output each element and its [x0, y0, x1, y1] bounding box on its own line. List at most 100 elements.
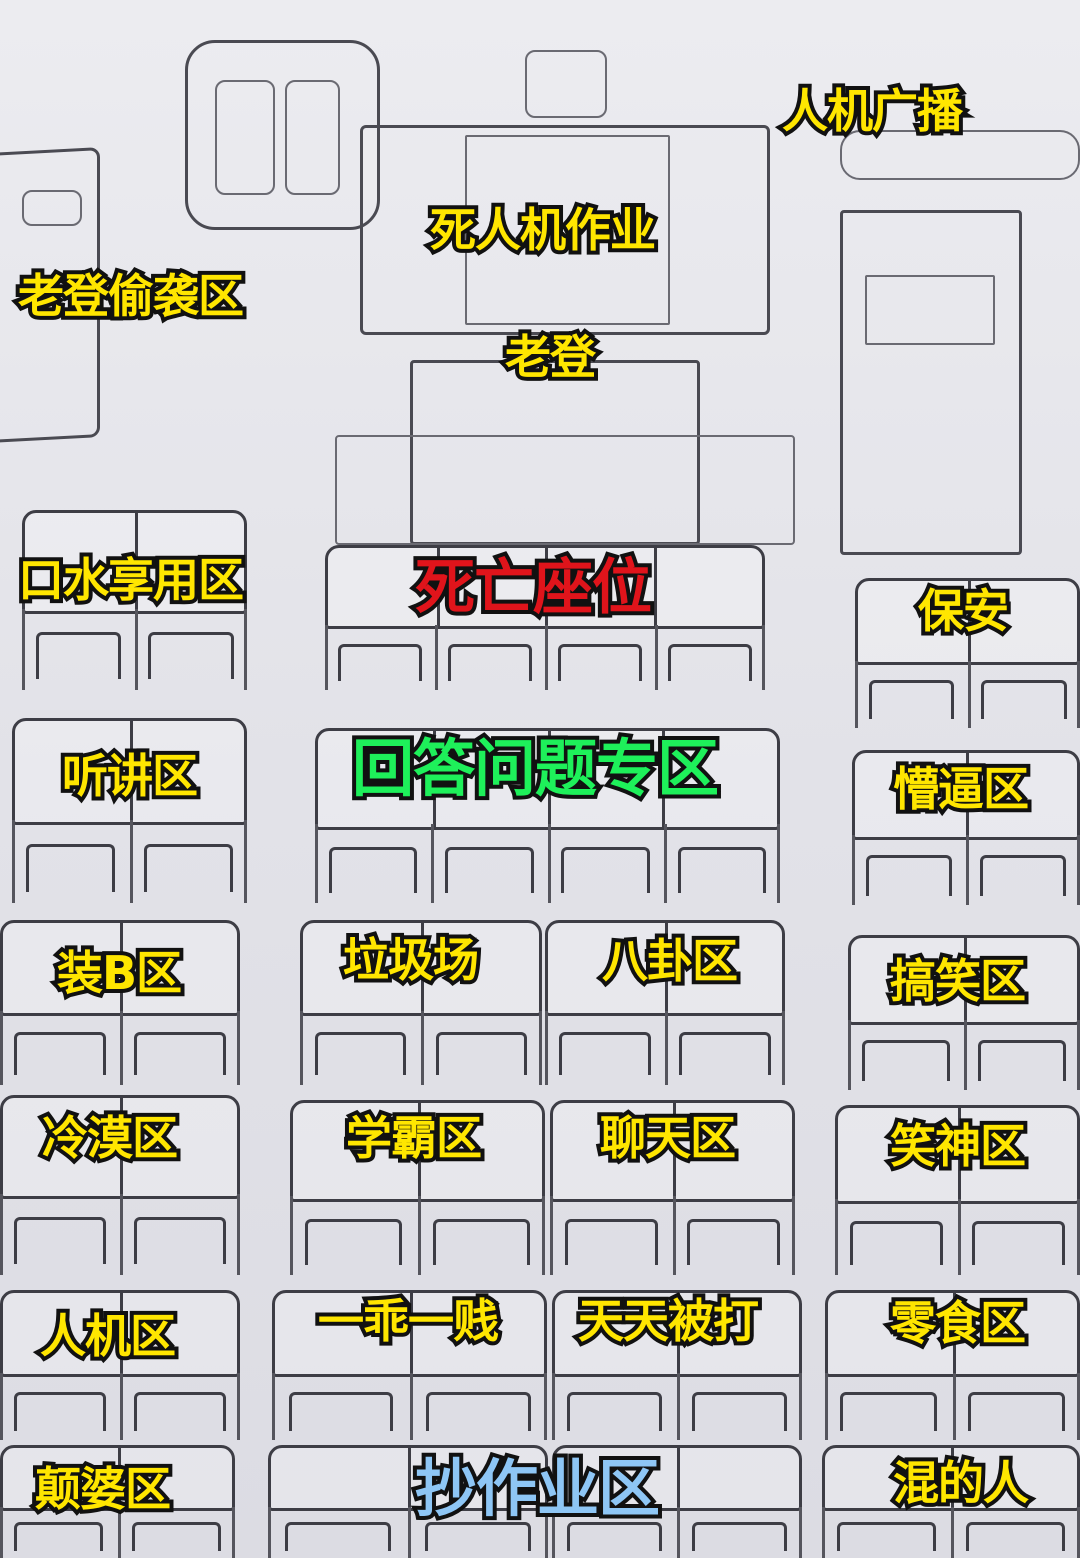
desk-leg: [1077, 835, 1080, 905]
chair-sketch: [865, 855, 953, 896]
chair-sketch: [435, 1032, 528, 1076]
chair-sketch: [14, 1217, 106, 1265]
desk-divider: [665, 923, 668, 1013]
label-homework: 死人机作业: [426, 203, 660, 257]
desk-leg: [799, 1372, 802, 1440]
desk-leg: [951, 1507, 954, 1558]
desk-leg: [120, 1010, 123, 1085]
desk-sketch: [0, 1445, 235, 1558]
desk-leg: [848, 1020, 851, 1090]
desk-leg: [237, 1010, 240, 1085]
chair-sketch: [840, 1392, 938, 1431]
desk-leg: [22, 609, 25, 690]
chair-sketch: [564, 1219, 658, 1265]
desk-leg: [1077, 1507, 1080, 1558]
desk-leg: [550, 1196, 553, 1275]
desk-top: [822, 1445, 1080, 1511]
chair-sketch: [977, 1040, 1067, 1081]
desk-leg: [431, 824, 435, 903]
chair-sketch: [131, 1521, 221, 1552]
desk-leg: [799, 1507, 802, 1558]
desk-leg: [409, 1372, 413, 1440]
desk-divider: [662, 731, 666, 827]
desk-sketch: [545, 920, 785, 1085]
desk-leg: [957, 1198, 961, 1275]
label-npc: 人机区: [36, 1309, 180, 1363]
chair-sketch: [338, 643, 422, 682]
desk-divider: [134, 513, 138, 612]
chair-sketch: [305, 1219, 403, 1265]
label-top-students: 学霸区: [342, 1111, 486, 1165]
desk-sketch: [22, 510, 247, 690]
desk-top: [552, 1445, 802, 1511]
desk-divider: [545, 548, 548, 627]
notice-board-panel-right: [285, 80, 340, 195]
label-sneak-attack: 老登偷袭区: [14, 269, 248, 323]
desk-divider: [129, 721, 133, 823]
desk-leg: [852, 835, 855, 905]
desk-top: [272, 1290, 547, 1377]
label-death-seat: 死亡座位: [411, 553, 656, 623]
desk-divider: [964, 938, 967, 1022]
desk-sketch: [848, 935, 1080, 1090]
desk-leg: [1077, 1372, 1080, 1440]
cabinet-vent-sketch: [865, 275, 995, 345]
desk-leg: [408, 1507, 411, 1558]
chair-sketch: [134, 1217, 226, 1265]
wall-sketch: [840, 130, 1080, 180]
desk-leg: [268, 1507, 271, 1558]
label-good-bad: 一乖一贱: [314, 1294, 503, 1348]
desk-top: [0, 1095, 240, 1200]
desk-leg: [325, 624, 328, 690]
desk-divider: [120, 923, 123, 1013]
chair-sketch: [143, 843, 233, 892]
desk-leg: [777, 824, 780, 903]
chair-sketch: [967, 1392, 1065, 1431]
chair-sketch: [677, 847, 767, 893]
desk-sketch: [0, 1095, 240, 1275]
chair-sketch: [148, 632, 234, 680]
desk-leg: [825, 1372, 828, 1440]
desk-sketch: [315, 728, 780, 903]
desk-leg: [134, 609, 138, 690]
desk-divider: [957, 1108, 961, 1201]
chair-sketch: [432, 1219, 530, 1265]
desk-sketch: [325, 545, 765, 690]
desk-leg: [0, 1372, 3, 1440]
chair-sketch: [558, 643, 642, 682]
desk-sketch: [552, 1290, 802, 1440]
desk-leg: [545, 624, 548, 690]
desk-leg: [655, 624, 658, 690]
label-saliva: 口水享用区: [14, 553, 248, 607]
desk-sketch: [855, 578, 1080, 728]
chair-sketch: [328, 847, 418, 893]
label-copy-homework: 抄作业区: [411, 1452, 664, 1525]
desk-divider: [421, 923, 424, 1013]
chair-sketch: [567, 1521, 662, 1552]
desk-sketch: [0, 1290, 240, 1440]
label-beaten-daily: 天天被打: [574, 1294, 763, 1348]
desk-leg: [552, 1507, 555, 1558]
label-answer-questions: 回答问题专区: [348, 732, 723, 805]
desk-divider: [417, 1103, 421, 1199]
chair-sketch: [424, 1521, 532, 1552]
desk-leg: [547, 824, 551, 903]
chair-sketch: [561, 847, 650, 893]
label-gossip: 八卦区: [598, 934, 742, 988]
desk-top: [848, 935, 1080, 1025]
desk-leg: [435, 624, 438, 690]
desk-leg: [822, 1507, 825, 1558]
chair-sketch: [14, 1392, 106, 1431]
desk-leg: [855, 660, 858, 728]
desk-leg: [545, 1507, 548, 1558]
desk-leg: [677, 1372, 680, 1440]
label-show-off: 装B区: [53, 946, 186, 1000]
chair-sketch: [26, 843, 116, 892]
desk-divider: [653, 548, 657, 627]
chair-sketch: [692, 1521, 787, 1552]
chair-sketch: [284, 1521, 392, 1552]
label-confused: 懵逼区: [889, 762, 1033, 816]
desk-leg: [237, 1194, 240, 1275]
chair-sketch: [14, 1032, 106, 1076]
desk-top: [12, 718, 247, 826]
